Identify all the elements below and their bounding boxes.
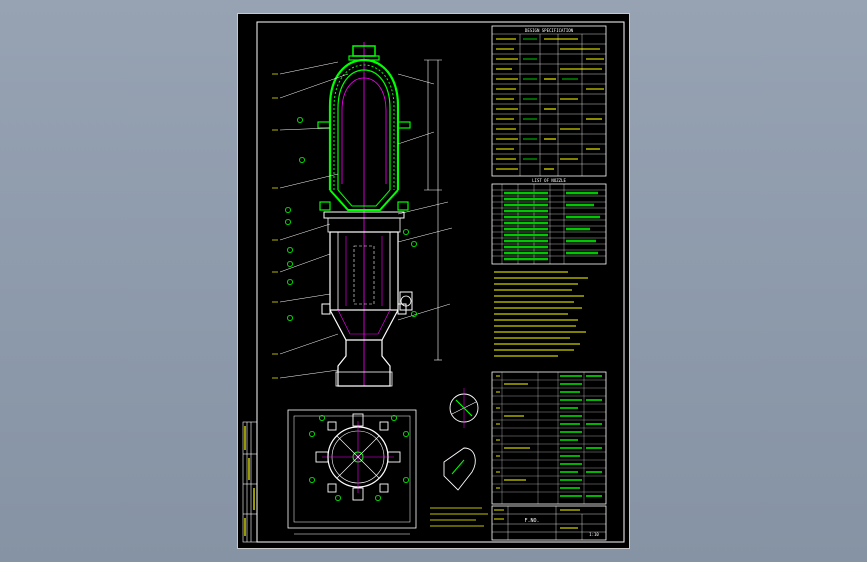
design-data-table: DESIGN SPECIFICATION: [491, 25, 607, 177]
vessel-plan-view: [287, 409, 417, 535]
left-strip-text: [244, 426, 255, 536]
title-block-scale: 1:10: [589, 532, 599, 537]
nozzle-list-title: LIST OF NOZZLE: [532, 178, 566, 183]
detail-view-b: [443, 447, 476, 491]
cad-drawing: DESIGN SPECIFICATION LIST OF NOZZLE: [242, 21, 625, 543]
left-revision-strip: [242, 421, 258, 543]
drawing-sheet: DESIGN SPECIFICATION LIST OF NOZZLE: [237, 13, 630, 549]
title-block-drawing-name: F.NO.: [524, 518, 539, 524]
title-block: F.NO. 1:10: [491, 505, 607, 541]
nozzle-list-table: LIST OF NOZZLE: [491, 178, 607, 265]
inner-frame: [256, 21, 625, 543]
detail-view-a: [449, 388, 479, 428]
vessel-elevation: [272, 42, 453, 387]
design-data-title: DESIGN SPECIFICATION: [525, 28, 574, 33]
parts-list-table: [491, 371, 607, 505]
notes-bottom-left: [430, 507, 488, 527]
technical-notes: [494, 271, 588, 357]
